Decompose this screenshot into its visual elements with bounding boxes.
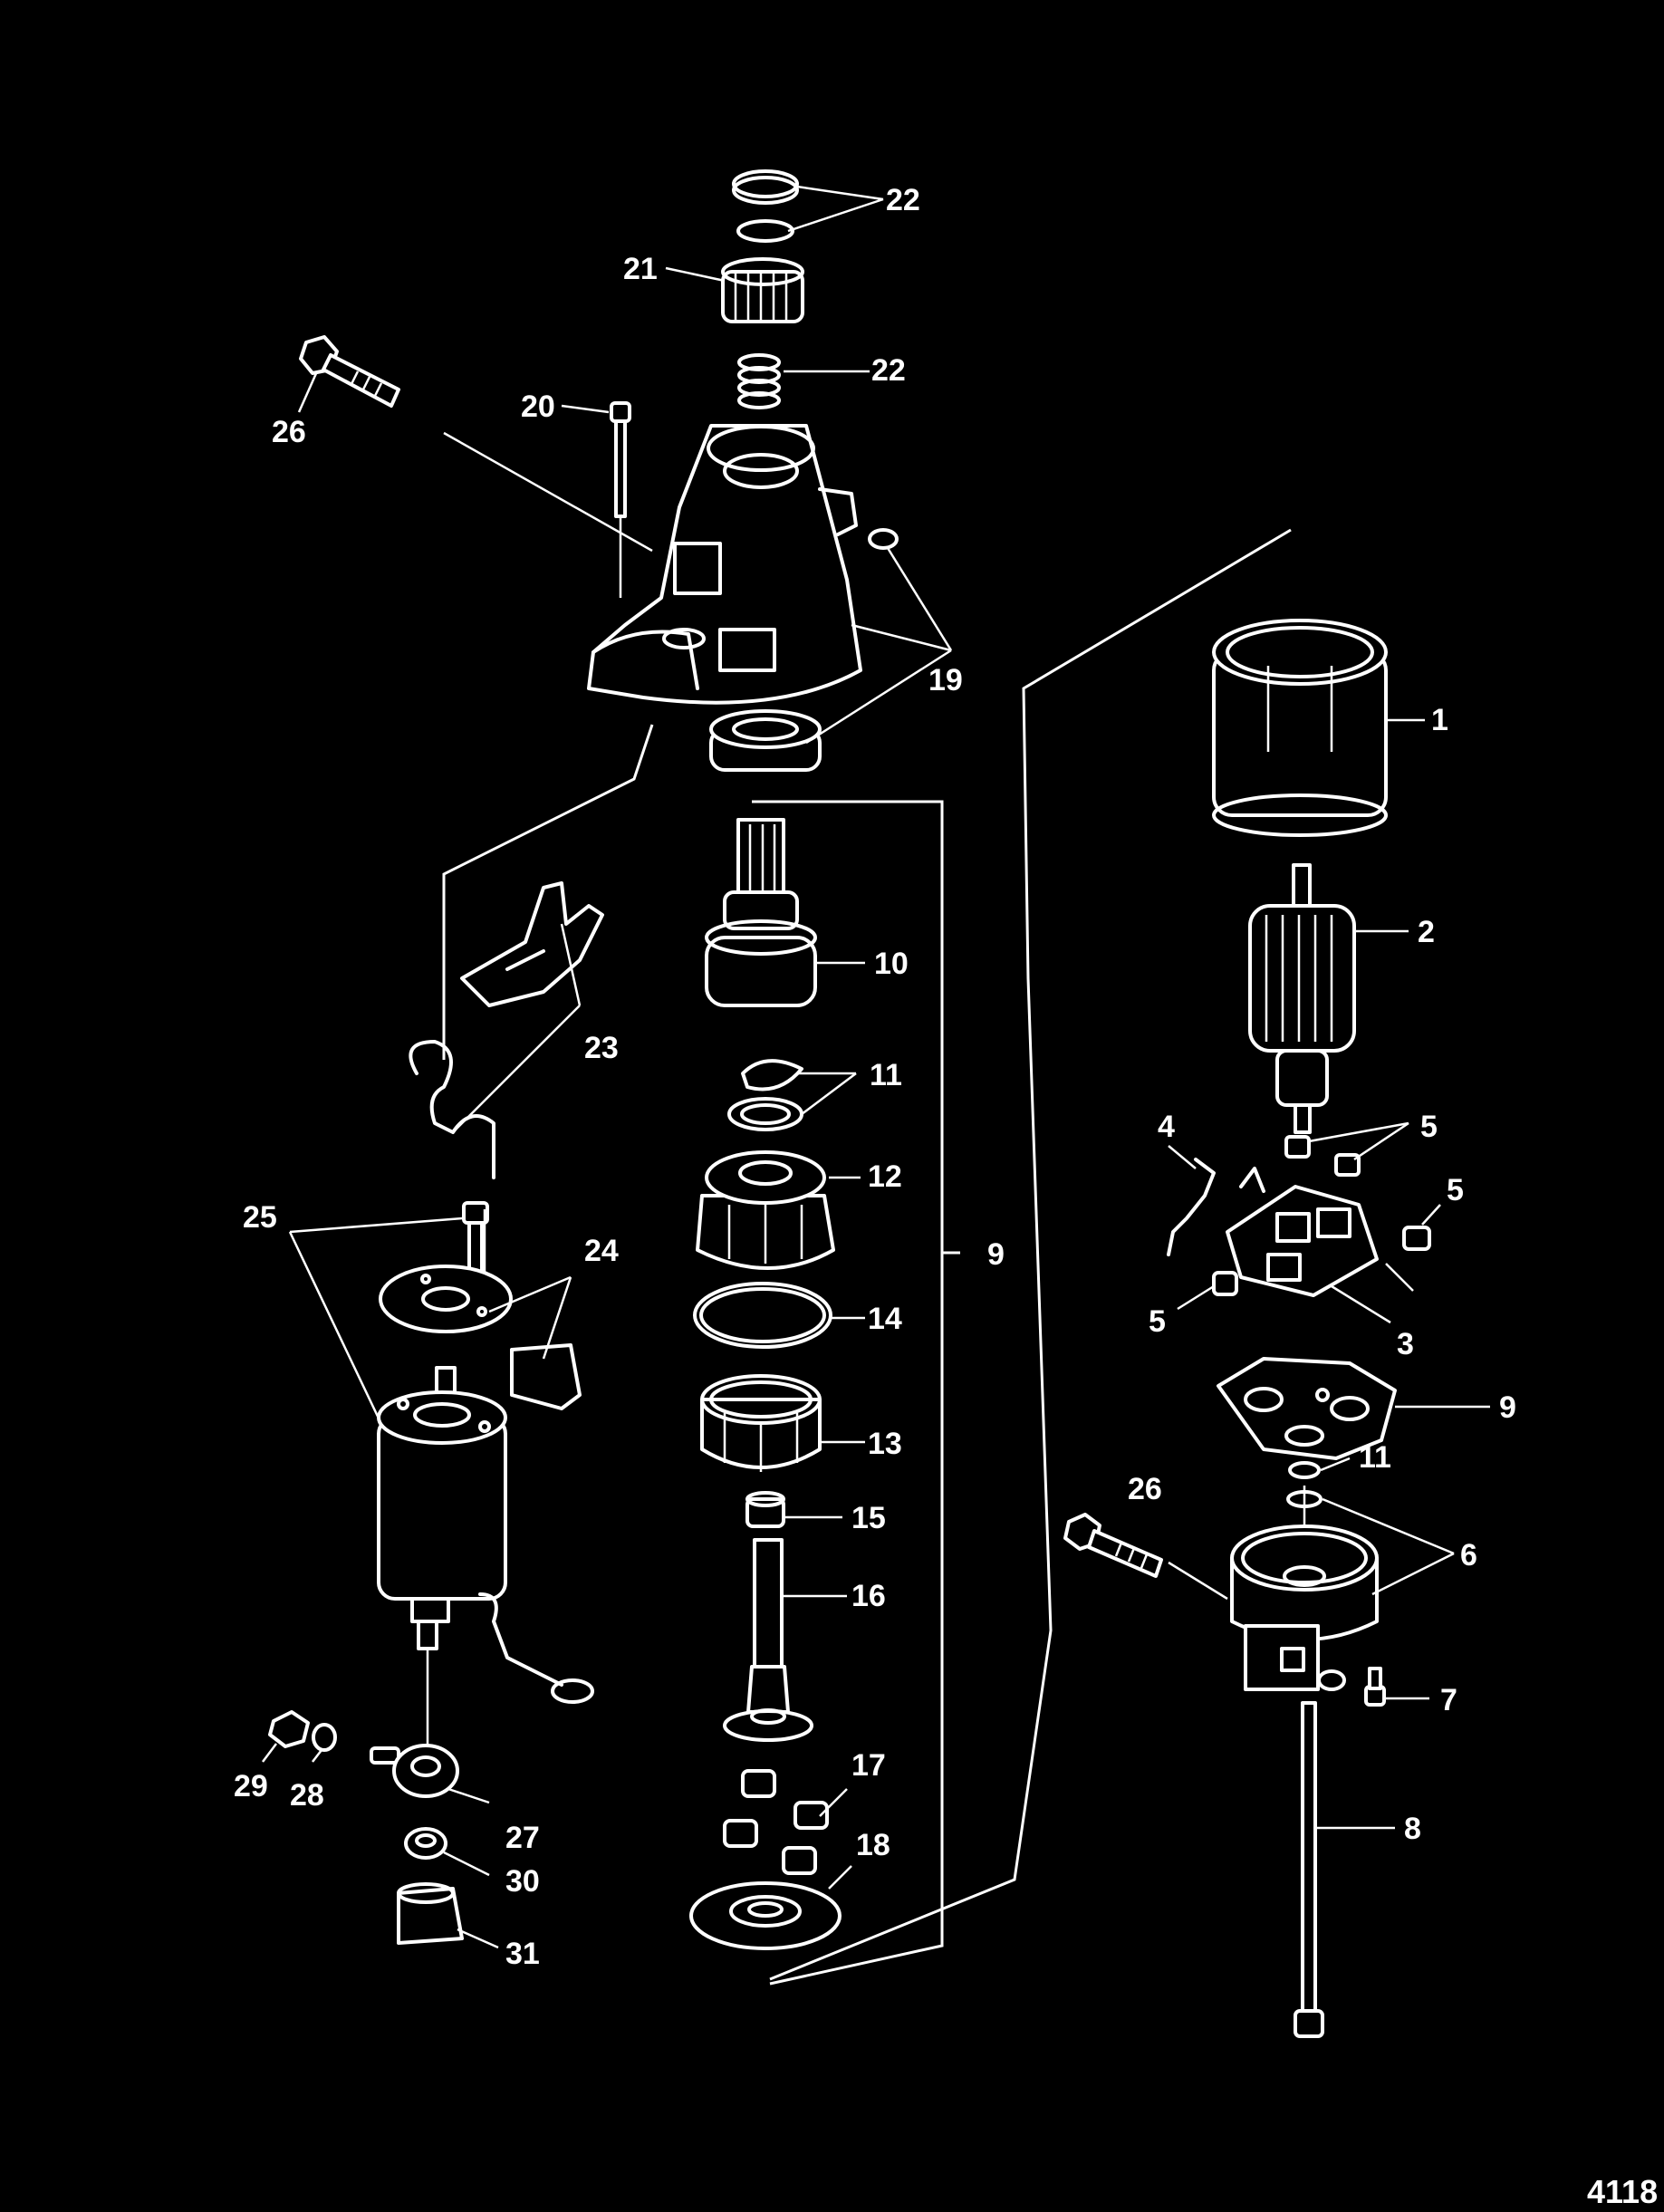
part-26-bolt [299,335,400,408]
callout-11-right: 11 [1359,1440,1391,1475]
callout-7: 7 [1440,1683,1457,1717]
part-11-retainer [727,1059,803,1131]
callout-6: 6 [1460,1538,1477,1572]
callout-27: 27 [505,1821,540,1855]
part-19-bearing [709,709,822,772]
callout-24: 24 [584,1234,619,1268]
callout-25: 25 [243,1200,277,1235]
part-24-plate [379,1265,513,1333]
leader-lines [262,185,1490,1949]
callout-3: 3 [1397,1327,1414,1361]
callout-28: 28 [290,1778,324,1813]
part-4-brush-springs [1167,1158,1265,1256]
callout-5-left: 5 [1149,1304,1166,1339]
part-31-boot [397,1882,464,1945]
callout-21: 21 [623,252,658,286]
part-15-bushing [745,1491,785,1528]
callout-10: 10 [874,947,909,981]
part-1-field-frame [1212,619,1388,837]
callout-11-main: 11 [870,1058,902,1092]
part-30-insulator [404,1827,447,1860]
part-27-terminal [370,1744,459,1798]
callout-19: 19 [928,663,963,697]
part-22-spring [737,353,781,409]
part-22-seal [732,169,799,243]
part-drive-housing [587,424,899,705]
callout-2: 2 [1418,915,1435,949]
callout-30: 30 [505,1864,540,1899]
part-21-pinion-gear [721,257,804,323]
callout-13: 13 [868,1427,902,1461]
part-7-screw [1364,1667,1386,1707]
part-14-ring [693,1282,832,1349]
part-12-gear-housing [696,1150,835,1270]
assembly-line-right [769,528,1292,1981]
part-20-long-bolt [610,401,631,598]
figure-number: 4118 [1587,2173,1658,2210]
callout-labels: 22 21 22 20 26 19 1 10 2 23 11 4 5 12 5 … [234,183,1516,1971]
part-26-bolt-right [1063,1513,1163,1578]
callout-9-right: 9 [1499,1390,1516,1425]
part-23-shift-fork [409,881,604,1179]
callout-31: 31 [505,1937,540,1971]
part-24-boot [510,1343,582,1410]
part-28-washer [312,1723,337,1752]
part-18-washer-plate [689,1881,842,1950]
bolt-26-path [443,431,653,553]
callout-29: 29 [234,1769,268,1803]
callout-5-right: 5 [1447,1173,1464,1207]
part-3-brush-holder [1226,1185,1379,1297]
part-29-nut [268,1710,310,1748]
callout-12: 12 [868,1159,902,1194]
part-9-insulator-plate [1217,1357,1397,1460]
callout-26-right: 26 [1128,1472,1162,1506]
callout-23: 23 [584,1031,619,1065]
part-11-washer [1288,1461,1321,1479]
callout-9-main: 9 [987,1237,1005,1272]
part-solenoid [377,1366,594,1704]
callout-14: 14 [868,1302,902,1336]
assembly-line-left [442,724,654,1060]
callout-4: 4 [1158,1110,1175,1144]
bolt-26-right-path [1168,1561,1228,1601]
callout-15: 15 [851,1501,886,1535]
callout-26-left: 26 [272,415,306,449]
callout-8: 8 [1404,1812,1421,1846]
part-8-through-bolt [1294,1701,1324,2038]
part-13-internal-gear [700,1374,822,1472]
callout-17: 17 [851,1748,886,1783]
callout-22-top: 22 [886,183,920,217]
callout-18: 18 [856,1828,890,1862]
callout-22-spring: 22 [871,353,906,388]
callout-5-top: 5 [1420,1110,1438,1144]
part-6-end-frame [1230,1490,1379,1691]
callout-20: 20 [521,390,555,424]
part-10-clutch [705,818,817,1007]
part-2-armature [1248,863,1356,1134]
callout-16: 16 [851,1579,886,1613]
part-17-planet-gears [723,1769,829,1875]
assembly-bracket-9 [752,800,944,1986]
part-16-shaft [723,1538,813,1742]
callout-1: 1 [1431,703,1448,737]
part-5-brushes [1212,1135,1431,1296]
